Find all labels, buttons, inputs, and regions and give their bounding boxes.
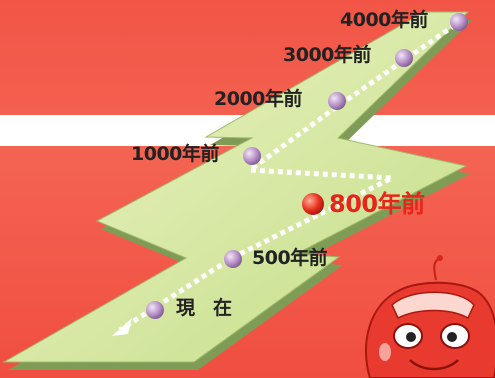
marker-3000 (395, 49, 413, 67)
marker-500 (224, 250, 242, 268)
arrow-head-icon (112, 318, 132, 336)
label-500-years-ago: 500年前 (252, 247, 328, 269)
marker-1000 (243, 147, 261, 165)
marker-4000 (450, 13, 468, 31)
lightning-path (2, 11, 472, 370)
dashed-arrow (112, 22, 457, 336)
marker-now (146, 301, 164, 319)
label-present: 現在 (176, 297, 251, 319)
car-mascot-icon (364, 255, 495, 378)
marker-800 (302, 193, 324, 215)
label-2000-years-ago: 2000年前 (214, 88, 302, 110)
label-1000-years-ago: 1000年前 (131, 143, 219, 165)
marker-2000 (328, 92, 346, 110)
label-4000-years-ago: 4000年前 (340, 9, 428, 31)
label-3000-years-ago: 3000年前 (283, 44, 371, 66)
label-800-years-ago: 800年前 (329, 190, 425, 218)
